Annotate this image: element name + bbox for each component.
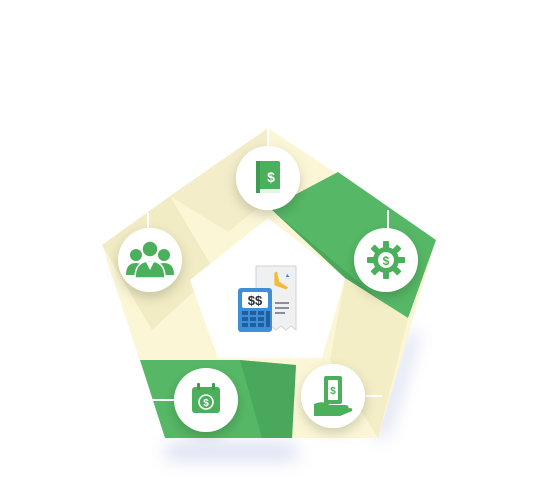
cash-dollar-sign: $ bbox=[330, 386, 336, 397]
pentagon-frame bbox=[102, 128, 436, 438]
team-group-icon bbox=[126, 240, 174, 279]
dollar-book-icon: $ bbox=[256, 161, 280, 193]
node-bottom-left: $ bbox=[174, 368, 238, 432]
node-left bbox=[118, 228, 182, 292]
dollar-gear-icon: $ bbox=[367, 241, 405, 279]
frame-shade-bottom-right bbox=[330, 278, 408, 438]
pentagon-glow bbox=[165, 330, 418, 458]
node-bottom-right: $ bbox=[301, 364, 365, 428]
calculator-travel-receipt-icon: $$ bbox=[238, 265, 297, 332]
node-circle bbox=[118, 228, 182, 292]
hand-holding-cash-icon: $ bbox=[314, 376, 353, 416]
book-dollar-sign: $ bbox=[267, 169, 275, 185]
gear-dollar-sign: $ bbox=[383, 254, 390, 268]
dollar-calendar-icon: $ bbox=[192, 383, 220, 413]
frame-shade-top-left bbox=[170, 128, 268, 232]
frame-band-bottom-shade bbox=[240, 360, 296, 438]
node-right: $ bbox=[354, 228, 418, 292]
node-top: $ bbox=[236, 146, 300, 210]
calculator-display: $$ bbox=[248, 293, 263, 308]
calendar-dollar-sign: $ bbox=[203, 398, 209, 409]
